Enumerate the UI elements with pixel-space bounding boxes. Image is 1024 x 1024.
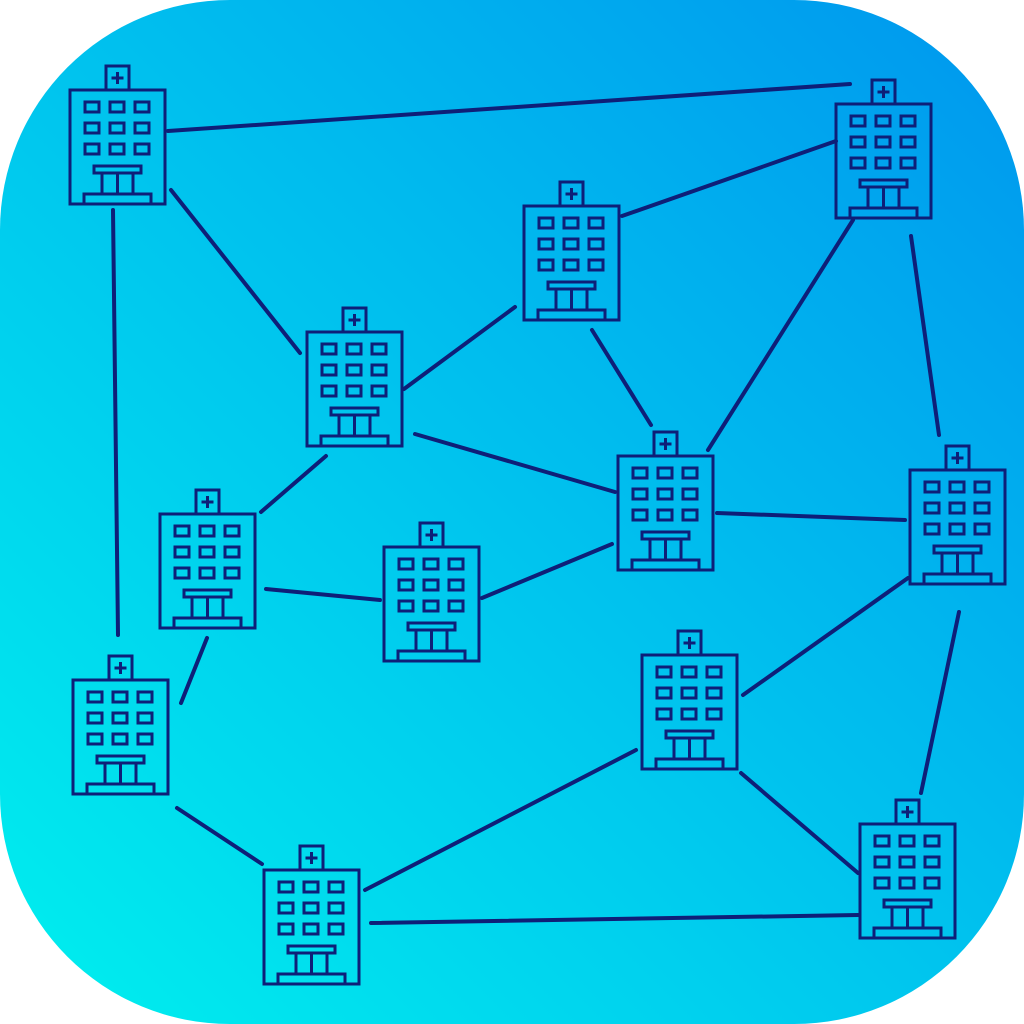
connection-line xyxy=(919,610,961,795)
connection-line xyxy=(741,576,910,697)
connection-line xyxy=(179,636,209,705)
connection-line xyxy=(909,234,941,437)
connection-line xyxy=(402,305,517,391)
connection-line xyxy=(363,748,638,892)
hospital-icon xyxy=(158,488,257,630)
hospital-icon xyxy=(522,180,621,322)
connection-line xyxy=(175,806,264,866)
connection-line xyxy=(739,771,860,875)
connection-lines xyxy=(111,82,961,925)
connection-line xyxy=(111,208,120,637)
hospital-icon xyxy=(908,444,1007,586)
connection-line xyxy=(590,328,653,427)
connection-line xyxy=(369,913,860,925)
hospital-icon xyxy=(262,844,361,986)
connection-line xyxy=(480,542,614,600)
connection-line xyxy=(620,139,838,218)
connection-line xyxy=(706,218,855,452)
connection-line xyxy=(413,432,617,494)
hospital-icon xyxy=(616,430,715,572)
hospital-icon xyxy=(858,798,957,940)
connection-line xyxy=(264,587,382,602)
connection-line xyxy=(715,511,907,522)
hospital-icon xyxy=(640,629,739,771)
hospital-icon xyxy=(71,654,170,796)
connection-line xyxy=(169,188,302,355)
hospital-icon xyxy=(834,78,933,220)
hospital-icon xyxy=(382,521,481,663)
connection-line xyxy=(166,82,852,133)
hospital-nodes xyxy=(68,64,1007,986)
hospital-icon xyxy=(305,306,404,448)
hospital-icon xyxy=(68,64,167,206)
connection-line xyxy=(259,454,328,514)
